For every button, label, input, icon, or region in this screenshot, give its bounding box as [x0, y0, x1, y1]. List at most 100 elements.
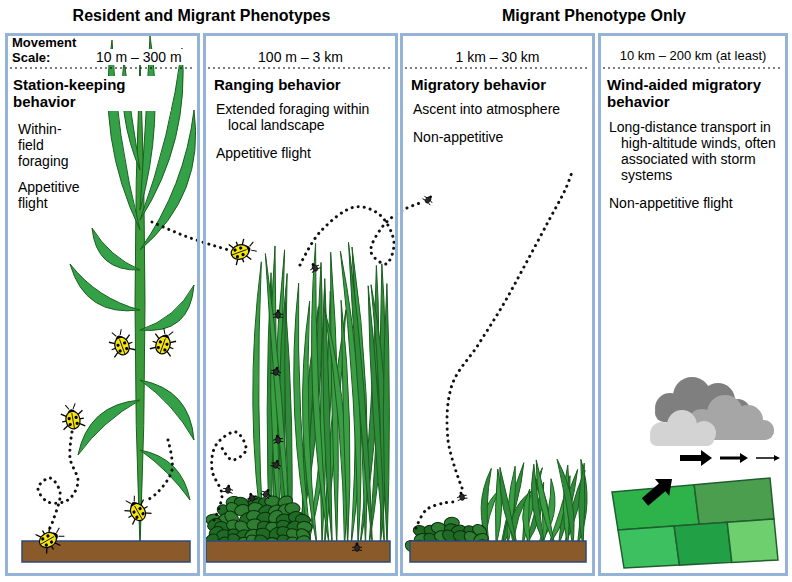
beetle-body — [459, 493, 465, 501]
beetle-spot — [141, 512, 145, 516]
beetle-body — [127, 501, 148, 524]
plants — [70, 36, 587, 556]
behavior-heading: Movement Scale: — [10, 36, 92, 66]
movement-scale: 100 m – 3 km — [256, 49, 345, 65]
beetle-spot — [125, 347, 129, 351]
beetle-spot — [116, 343, 120, 347]
beetle-head — [429, 195, 433, 199]
beetle-head — [275, 366, 278, 369]
beetle-seam — [40, 537, 54, 545]
leaf — [368, 286, 384, 546]
beetle-spot — [235, 255, 239, 259]
leaf — [140, 380, 194, 440]
beetle-antenna — [132, 496, 137, 502]
crop-field — [727, 519, 778, 562]
beetle-spot — [156, 346, 160, 350]
small-beetle — [456, 490, 468, 501]
beetle-head — [53, 531, 60, 539]
flight-path — [152, 222, 229, 250]
leaf — [92, 228, 140, 270]
small-beetle — [222, 484, 233, 494]
beetle-seam — [72, 413, 75, 429]
beetle-body — [65, 410, 82, 430]
scale-separator — [405, 67, 590, 68]
beetle-antenna — [59, 534, 65, 539]
beetle-spot — [132, 510, 136, 514]
behavior-note: Appetitive flight — [214, 145, 313, 161]
beetle-antenna — [249, 242, 255, 247]
leaf — [523, 489, 530, 546]
beetle-spot — [49, 540, 53, 544]
behavior-note: Non-appetitive flight — [607, 195, 735, 211]
beetle-antenna — [251, 248, 257, 253]
beetle-spot — [163, 348, 167, 352]
flight-path — [447, 172, 572, 488]
beetle-spot — [118, 349, 122, 353]
beetle-spot — [158, 340, 162, 344]
beetle-spot — [74, 416, 78, 420]
leaf — [579, 463, 585, 546]
behavior-note: Long-distance transport in high-altitude… — [607, 119, 783, 183]
storm-cloud — [650, 410, 716, 446]
beetle-head — [356, 543, 359, 546]
beetle-antenna — [72, 403, 76, 408]
beetle-antenna — [162, 328, 167, 334]
movement-scale: 10 km – 200 km (at least) — [618, 49, 769, 64]
leaf — [500, 467, 518, 546]
phenotype-header: Migrant Phenotype Only — [500, 7, 688, 25]
beetle-spot — [44, 543, 48, 547]
flight-path — [416, 502, 455, 528]
crop-field — [618, 526, 679, 568]
behavior-note: Extended foraging within local landscape — [214, 101, 392, 133]
flight-path — [212, 432, 246, 520]
beetle-spot — [67, 417, 71, 421]
small-beetle — [270, 365, 282, 376]
beetle-spot — [75, 421, 79, 425]
beetle-head — [246, 244, 252, 253]
behavior-note: Appetitive flight — [16, 179, 96, 211]
beetle-body — [275, 436, 281, 444]
leaf — [70, 264, 140, 311]
phenotype-header: Resident and Migrant Phenotypes — [71, 7, 333, 25]
soil-strip — [410, 541, 586, 562]
behavior-panel: 1 km – 30 kmMigratory behaviorAscent int… — [400, 33, 595, 576]
beetle-head — [276, 434, 279, 437]
behavior-note: Ascent into atmosphere — [411, 101, 562, 117]
soil-strip — [206, 541, 390, 562]
small-beetle — [272, 434, 283, 444]
wind-arrow — [680, 450, 712, 466]
beetle-spot — [165, 342, 169, 346]
beetle-body — [153, 334, 172, 356]
beetle — [106, 327, 135, 358]
wind-arrow — [720, 453, 748, 463]
leaf — [140, 285, 194, 330]
leaf — [135, 58, 145, 548]
small-beetle — [422, 193, 435, 206]
small-beetle — [260, 487, 273, 500]
small-beetle — [352, 543, 362, 552]
beetle — [59, 402, 85, 430]
leaf — [557, 459, 574, 546]
beetle-head — [114, 334, 123, 340]
behavior-panel: 10 km – 200 km (at least)Wind-aided migr… — [598, 33, 788, 576]
small-beetle — [273, 310, 283, 319]
beetle-body — [273, 368, 279, 376]
beetle-head — [311, 263, 315, 267]
flight-path — [38, 432, 78, 528]
behavior-note: Within-field foraging — [16, 121, 84, 169]
leaf — [383, 284, 389, 546]
leaf — [577, 459, 587, 546]
small-beetle — [308, 261, 321, 274]
beetle-body — [355, 545, 360, 552]
beetle-head — [266, 489, 270, 493]
beetle-spot — [46, 534, 50, 538]
leaf — [140, 450, 190, 500]
soil-strip — [22, 541, 190, 562]
wind-arrow — [642, 479, 672, 506]
beetle-head — [162, 333, 171, 339]
cloud-puff — [754, 420, 774, 440]
beetle-head — [227, 484, 230, 487]
beetle-body — [229, 242, 251, 261]
beetle-spot — [233, 248, 237, 252]
